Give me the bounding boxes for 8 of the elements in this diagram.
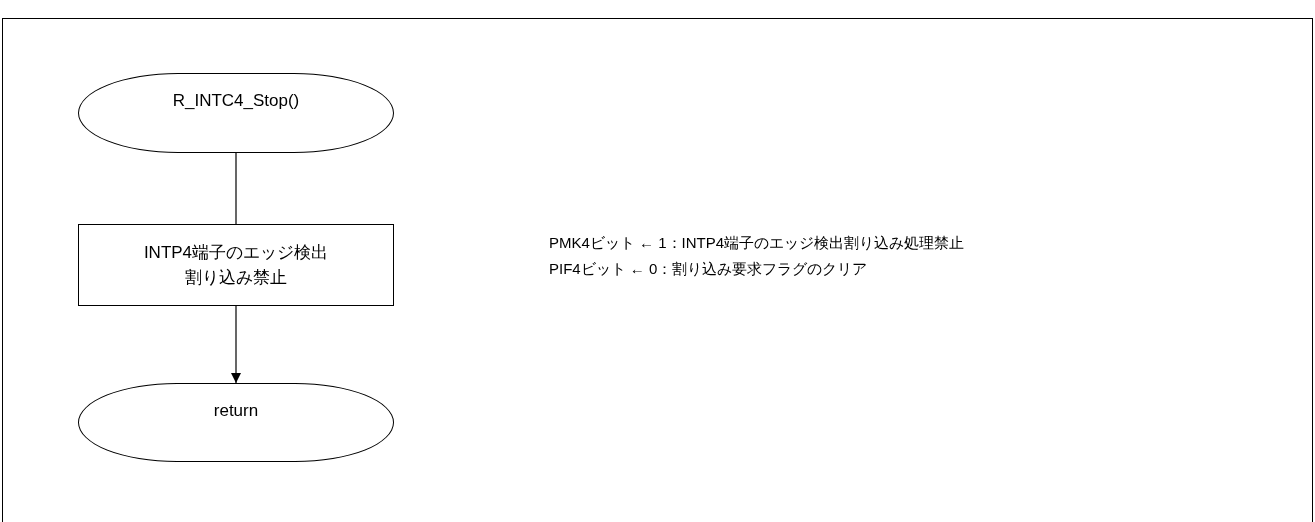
annotation-text: PMK4ビット ← 1：INTP4端子のエッジ検出割り込み処理禁止 xyxy=(549,233,965,253)
process-box xyxy=(78,224,394,306)
arrow xyxy=(231,305,241,384)
annotation-text: PIF4ビット ← 0：割り込み要求フラグのクリア xyxy=(549,259,869,279)
node-label: return xyxy=(213,400,259,422)
node-label: R_INTC4_Stop() xyxy=(172,90,300,112)
node-label: INTP4端子のエッジ検出割り込み禁止 xyxy=(142,242,330,289)
connector-line xyxy=(235,152,237,225)
